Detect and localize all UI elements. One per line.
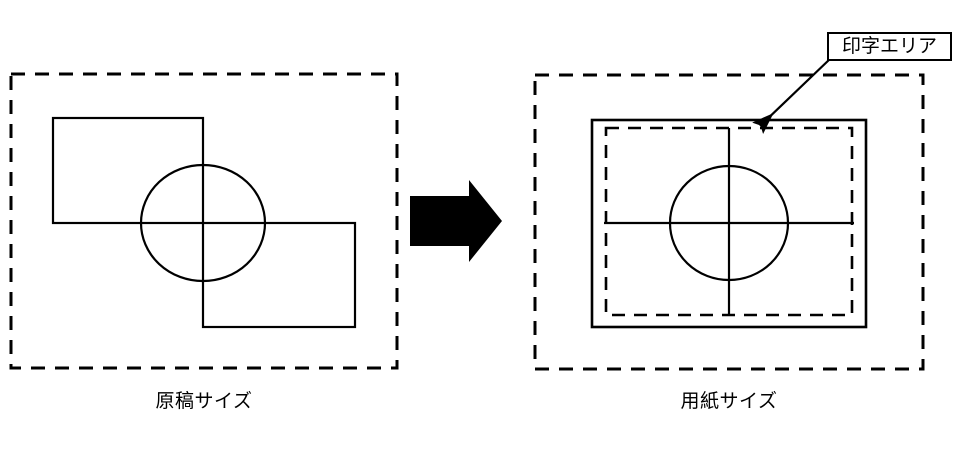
print-area-callout-leader <box>752 57 832 135</box>
caption-original-size: 原稿サイズ <box>155 390 253 412</box>
paper-size-dashed-boundary <box>533 73 925 371</box>
print-area-callout-label: 印字エリア <box>827 32 952 61</box>
caption-paper-size: 用紙サイズ <box>680 390 778 412</box>
original-upper-left-rectangle <box>51 116 205 225</box>
left-figure-group <box>9 72 399 370</box>
paper-circle <box>668 164 790 282</box>
original-lower-right-rectangle <box>201 221 357 329</box>
original-circle <box>139 163 267 283</box>
right-arrow-icon <box>410 180 502 262</box>
right-figure-group <box>533 73 925 371</box>
callout-leader-line <box>752 57 832 135</box>
paper-solid-rectangle <box>590 118 868 329</box>
original-size-dashed-boundary <box>9 72 399 370</box>
print-area-callout-label-text: 印字エリア <box>841 35 937 57</box>
